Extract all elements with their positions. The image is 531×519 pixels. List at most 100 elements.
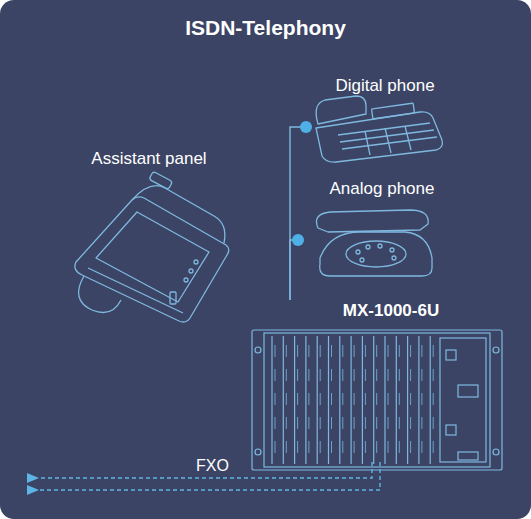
device-node: MX-1000-6U: [262, 300, 520, 470]
rack-slot-detail: [286, 393, 287, 405]
phone-node: Analog phone: [298, 178, 466, 278]
rack-slot-detail: [308, 345, 309, 357]
rack-slot-detail: [421, 345, 422, 357]
rack-slot-detail: [297, 441, 298, 453]
rack-slot-detail: [331, 369, 332, 381]
rack-slot: [430, 336, 431, 464]
rack-slot-detail: [410, 345, 411, 357]
rack-slot-detail: [365, 417, 366, 429]
rack-slot-detail: [342, 345, 343, 357]
node-label: Digital phone: [306, 75, 464, 97]
rack-slot-detail: [286, 345, 287, 357]
rack-slot: [407, 336, 408, 464]
rack-slot-detail: [354, 417, 355, 429]
rack-slot-detail: [342, 393, 343, 405]
rack-slot-detail: [433, 345, 434, 357]
rack-slot: [351, 336, 352, 464]
rack-slot-detail: [376, 417, 377, 429]
rack-slot-detail: [297, 345, 298, 357]
node-label: Analog phone: [298, 178, 466, 200]
rack-slot-detail: [320, 345, 321, 357]
rack-slot-detail: [354, 369, 355, 381]
rack-slot: [294, 336, 295, 464]
rack-slot: [373, 336, 374, 464]
rack-slot: [384, 336, 385, 464]
node-label: MX-1000-6U: [262, 300, 520, 322]
rack-slot-detail: [433, 369, 434, 381]
rack-slot-detail: [365, 441, 366, 453]
rack-slot-detail: [410, 393, 411, 405]
rack-slot-detail: [421, 441, 422, 453]
rack-slot-detail: [399, 369, 400, 381]
connector-line: [290, 234, 304, 300]
rack-slot-detail: [376, 345, 377, 357]
rack-slot-detail: [376, 369, 377, 381]
rack-slot-detail: [331, 345, 332, 357]
rack-slot-detail: [286, 417, 287, 429]
rack-slot-detail: [421, 369, 422, 381]
rack-slot: [317, 336, 318, 464]
rack-slot-detail: [320, 441, 321, 453]
rack-slot-detail: [354, 345, 355, 357]
rack-slot-detail: [399, 393, 400, 405]
rack-slot-detail: [331, 417, 332, 429]
rack-slot: [339, 336, 340, 464]
rack-slot-detail: [342, 441, 343, 453]
tablet-illustration: [75, 171, 229, 322]
rack-slot-detail: [320, 369, 321, 381]
signal-label: FXO: [196, 456, 229, 476]
rack-slot-detail: [297, 393, 298, 405]
rack-slot-detail: [320, 417, 321, 429]
rack-slot-detail: [376, 441, 377, 453]
rack-slot-detail: [399, 441, 400, 453]
rack-slot-detail: [399, 417, 400, 429]
rack-slot: [396, 336, 397, 464]
rack-slot-detail: [410, 417, 411, 429]
rack-slot-detail: [399, 345, 400, 357]
node-label: Assistant panel: [55, 148, 243, 170]
phone-node: Digital phone: [306, 75, 464, 165]
rack-slot: [283, 336, 284, 464]
rack-slot-detail: [433, 441, 434, 453]
rack-slot-detail: [388, 441, 389, 453]
rack-slot-detail: [365, 369, 366, 381]
rack-slot-detail: [297, 369, 298, 381]
rack-slot-detail: [388, 345, 389, 357]
rack-slot-detail: [286, 369, 287, 381]
analog-phone-illustration: [317, 210, 433, 276]
connector-line: [290, 121, 312, 300]
digital-phone-illustration: [316, 96, 442, 162]
connector-path: [290, 240, 298, 300]
connector-dot: [292, 234, 304, 246]
rack-slot-detail: [275, 393, 276, 405]
rack-slot-detail: [433, 393, 434, 405]
rack-slot-detail: [376, 393, 377, 405]
rack-slot-detail: [388, 393, 389, 405]
diagram-title: ISDN-Telephony: [0, 16, 531, 40]
rack-slot-detail: [275, 345, 276, 357]
rack-slot-detail: [421, 393, 422, 405]
rack-slot-detail: [388, 369, 389, 381]
rack-slot-detail: [308, 441, 309, 453]
rack-slot: [305, 336, 306, 464]
connector-path: [290, 127, 306, 300]
rack-slot-detail: [342, 369, 343, 381]
rack-slot-detail: [354, 441, 355, 453]
rack-slot: [418, 336, 419, 464]
rack-slot-detail: [308, 393, 309, 405]
rack-slot-detail: [286, 441, 287, 453]
rack-slot: [362, 336, 363, 464]
rack-slot-detail: [410, 369, 411, 381]
rack-slot-detail: [421, 417, 422, 429]
connector-dot: [300, 121, 312, 133]
panel-node: Assistant panel: [55, 148, 243, 333]
rack-slot-detail: [275, 417, 276, 429]
rack-slot-detail: [433, 417, 434, 429]
rack-slot-detail: [331, 441, 332, 453]
rack-illustration: [252, 330, 502, 470]
rack-slot-detail: [342, 417, 343, 429]
rack-slot-detail: [354, 393, 355, 405]
